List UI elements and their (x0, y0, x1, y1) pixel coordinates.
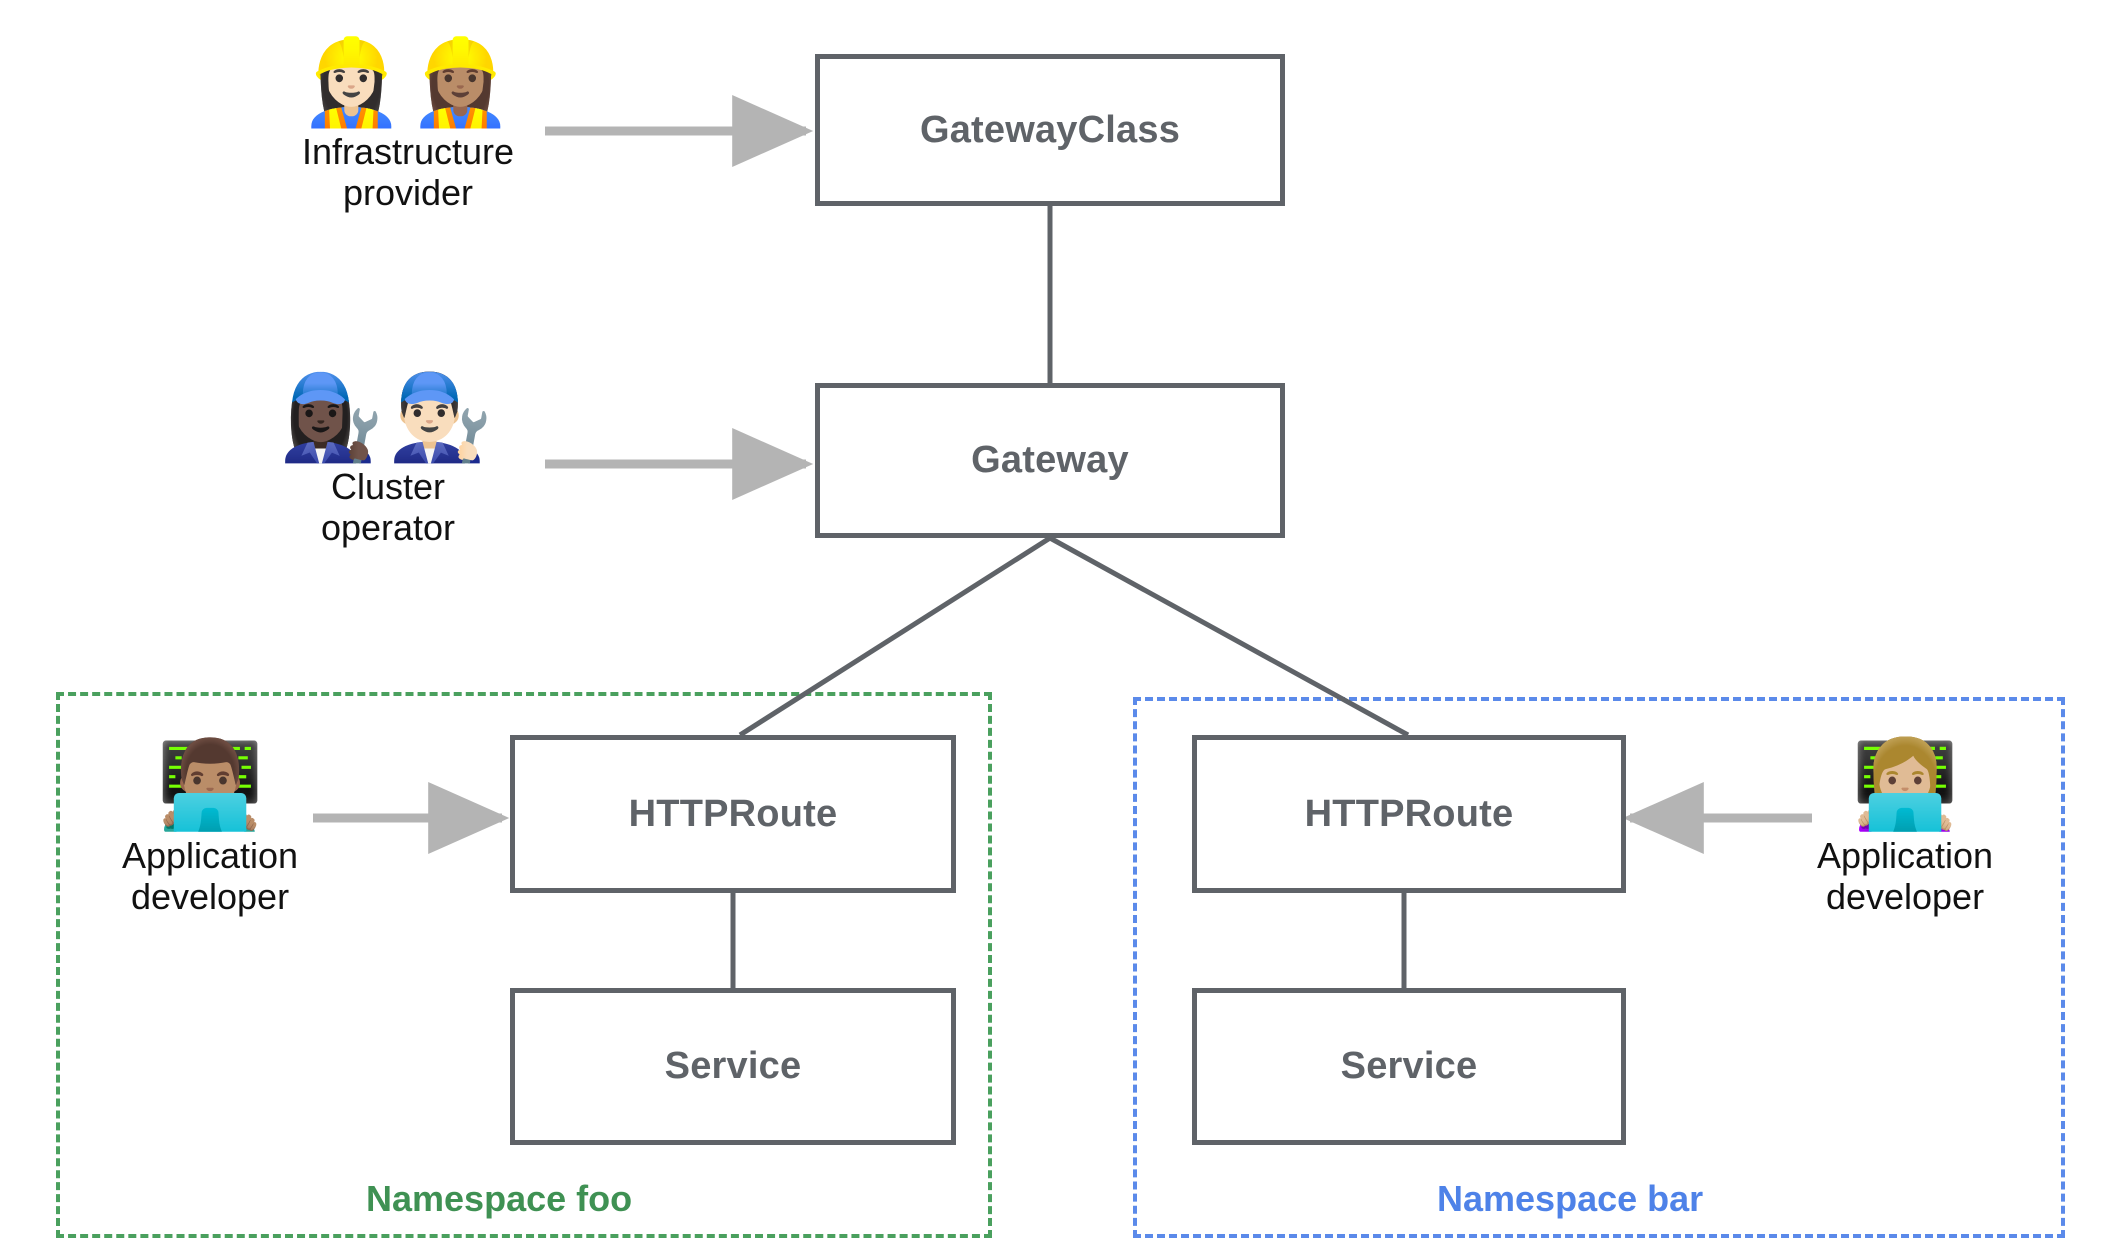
node-gatewayclass[interactable]: GatewayClass (815, 54, 1285, 206)
man-technologist-icon: 👨🏽‍💻 (156, 737, 264, 833)
node-httproute-bar-label: HTTPRoute (1304, 792, 1514, 835)
node-service-foo[interactable]: Service (510, 988, 956, 1145)
persona-application-developer-foo-label: Application developer (121, 835, 299, 917)
persona-application-developer-foo: 👨🏽‍💻 Application developer (95, 740, 325, 918)
namespace-foo-label: Namespace foo (366, 1178, 633, 1219)
persona-cluster-operator-label: Cluster operator (320, 466, 456, 548)
node-httproute-bar[interactable]: HTTPRoute (1192, 735, 1626, 893)
construction-worker-icon: 👷🏻‍♀️👷🏽‍♀️ (299, 35, 517, 129)
node-httproute-foo[interactable]: HTTPRoute (510, 735, 956, 893)
node-httproute-foo-label: HTTPRoute (628, 792, 838, 835)
node-gateway-label: Gateway (971, 439, 1129, 481)
node-service-bar[interactable]: Service (1192, 988, 1626, 1145)
namespace-foo-container (56, 692, 992, 1238)
node-service-bar-label: Service (1340, 1045, 1478, 1087)
persona-infrastructure-provider: 👷🏻‍♀️👷🏽‍♀️ Infrastructure provider (278, 38, 538, 214)
persona-infrastructure-provider-label: Infrastructure provider (301, 131, 515, 213)
namespace-bar-container (1133, 697, 2065, 1238)
persona-application-developer-bar-label: Application developer (1816, 835, 1994, 917)
node-gateway[interactable]: Gateway (815, 383, 1285, 538)
persona-application-developer-bar: 👩🏼‍💻 Application developer (1790, 740, 2020, 918)
persona-cluster-operator: 👩🏿‍🔧👨🏻‍🔧 Cluster operator (258, 373, 518, 549)
node-gatewayclass-label: GatewayClass (919, 108, 1181, 151)
namespace-bar-label: Namespace bar (1437, 1178, 1704, 1219)
mechanic-icon: 👩🏿‍🔧👨🏻‍🔧 (279, 370, 497, 464)
woman-technologist-icon: 👩🏼‍💻 (1851, 737, 1959, 833)
node-service-foo-label: Service (664, 1045, 802, 1087)
